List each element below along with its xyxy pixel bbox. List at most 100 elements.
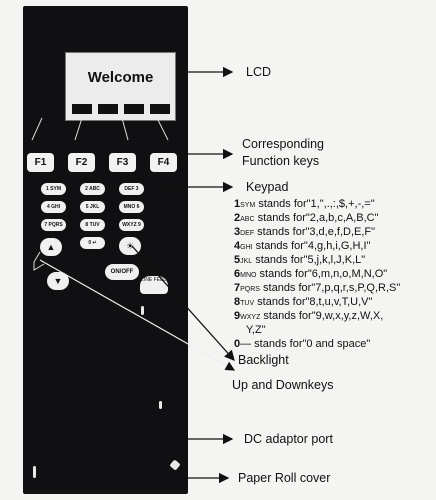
fkey-fan-line — [121, 117, 129, 141]
key-mapping-9-cont: Y,Z" — [246, 324, 266, 336]
mapping-desc: Y,Z" — [246, 324, 266, 336]
key-8-num: 8 — [85, 222, 89, 228]
updown-arrow — [39, 259, 236, 371]
function-keys-label-line2: Function keys — [242, 154, 320, 168]
key-mapping-8: 8TUV stands for"8,t,u,v,T,U,V" — [234, 296, 372, 308]
lcd-screen: Welcome — [65, 52, 176, 121]
key-3[interactable]: DEF 3 — [119, 183, 144, 195]
key-7[interactable]: 7 PQRS — [41, 219, 66, 231]
device-body: Welcome F1 F2 F3 F4 1 SYM 2 ABC DEF 3 4 … — [23, 6, 188, 494]
key-5-num: 5 — [85, 204, 89, 210]
key-9[interactable]: WXYZ 9 — [119, 219, 144, 231]
key-1[interactable]: 1 SYM — [41, 183, 66, 195]
glare-mark — [33, 466, 36, 478]
key-5[interactable]: 5 JKL — [80, 201, 105, 213]
key-mapping-6: 6MNO stands for"6,m,n,o,M,N,O" — [234, 268, 387, 280]
lcd-softkey-bar-2 — [98, 104, 118, 114]
key-mapping-3: 3DEF stands for"3,d,e,f,D,E,F" — [234, 226, 375, 238]
glare-mark — [141, 306, 144, 315]
mapping-sub: — — [240, 338, 252, 350]
mapping-sub: GHI — [240, 244, 253, 251]
paper-cover-label: Paper Roll cover — [238, 471, 331, 485]
f4-key[interactable]: F4 — [150, 153, 177, 172]
mapping-key: 0 — [234, 338, 241, 350]
key-9-num: 9 — [138, 222, 141, 228]
key-mapping-7: 7PQRS stands for"7,p,q,r,s,P,Q,R,S" — [234, 282, 400, 294]
f3-key[interactable]: F3 — [109, 153, 136, 172]
key-0[interactable]: 0 ↵ — [80, 237, 105, 249]
mapping-key: 1 — [234, 198, 241, 210]
mapping-sub: WXYZ — [240, 314, 261, 321]
mapping-desc: stands for"9,w,x,y,z,W,X, — [260, 310, 384, 322]
mapping-sub: TUV — [240, 300, 255, 307]
key-6-sub: MNO — [123, 204, 136, 210]
key-mapping-4: 4GHI stands for"4,g,h,i,G,H,I" — [234, 240, 370, 252]
mapping-desc: stands for"2,a,b,c,A,B,C" — [254, 212, 379, 224]
lcd-welcome-text: Welcome — [87, 69, 154, 86]
key-mapping-5: 5JKL stands for"5,j,k,l,J,K,L" — [234, 254, 365, 266]
mapping-sub: PQRS — [240, 286, 260, 293]
mapping-sub: SYM — [240, 202, 256, 209]
down-key[interactable]: ▼ — [47, 272, 69, 290]
updown-bracket — [33, 251, 45, 271]
mapping-key: 5 — [234, 254, 241, 266]
key-9-sub: WXYZ — [122, 222, 137, 228]
mapping-desc: stands for"3,d,e,f,D,E,F" — [254, 226, 376, 238]
mapping-sub: MNO — [240, 272, 257, 279]
key-2[interactable]: 2 ABC — [80, 183, 105, 195]
fkey-fan-line — [74, 117, 83, 141]
key-7-sub: PQRS — [48, 222, 63, 228]
key-5-sub: JKL — [89, 204, 100, 210]
key-8[interactable]: 8 TUV — [80, 219, 105, 231]
lcd-label: LCD — [246, 65, 272, 79]
fkey-fan-line — [156, 117, 169, 141]
mapping-sub: ABC — [240, 216, 255, 223]
backlight-arrow — [131, 245, 235, 361]
up-key[interactable]: ▲ — [40, 238, 62, 256]
key-3-num: 3 — [135, 186, 139, 192]
mapping-desc: stands for"8,t,u,v,T,U,V" — [254, 296, 373, 308]
mapping-desc: stands for"0 and space" — [251, 338, 371, 350]
mapping-key: 3 — [234, 226, 241, 238]
keypad-label: Keypad — [246, 180, 289, 194]
line-feed-key[interactable]: LINE FEED — [140, 276, 168, 294]
f1-key[interactable]: F1 — [27, 153, 54, 172]
updown-label: Up and Downkeys — [232, 378, 334, 392]
mapping-key: 8 — [234, 296, 241, 308]
dc-port-label: DC adaptor port — [244, 432, 333, 446]
lcd-softkey-bar-1 — [72, 104, 92, 114]
onoff-key[interactable]: ON/OFF — [105, 264, 139, 280]
key-8-sub: TUV — [89, 222, 100, 228]
mapping-desc: stands for"5,j,k,l,J,K,L" — [252, 254, 366, 266]
mapping-key: 9 — [234, 310, 241, 322]
lcd-softkey-bar-4 — [150, 104, 170, 114]
key-7-num: 7 — [44, 222, 48, 228]
mapping-sub: DEF — [240, 230, 255, 237]
mapping-desc: stands for"6,m,n,o,M,N,O" — [256, 268, 388, 280]
mapping-key: 4 — [234, 240, 241, 252]
key-4-sub: GHI — [51, 204, 61, 210]
mapping-key: 7 — [234, 282, 241, 294]
key-4[interactable]: 4 GHI — [41, 201, 66, 213]
key-mapping-9: 9WXYZ stands for"9,w,x,y,z,W,X, — [234, 310, 383, 322]
f2-key[interactable]: F2 — [68, 153, 95, 172]
lcd-softkey-bar-3 — [124, 104, 144, 114]
key-mapping-2: 2ABC stands for"2,a,b,c,A,B,C" — [234, 212, 379, 224]
key-6-num: 6 — [136, 204, 140, 210]
glare-mark — [159, 401, 162, 409]
key-1-sub: SYM — [50, 186, 61, 192]
mapping-key: 6 — [234, 268, 241, 280]
key-3-sub: DEF — [124, 186, 135, 192]
fkey-fan-line — [31, 117, 43, 141]
key-2-sub: ABC — [89, 186, 100, 192]
key-1-num: 1 — [45, 186, 49, 192]
key-mapping-1: 1SYM stands for"1,",.,:,$,+,-,=" — [234, 198, 375, 210]
key-6[interactable]: MNO 6 — [119, 201, 144, 213]
key-0-sub: ↵ — [92, 240, 97, 246]
backlight-label: Backlight — [238, 353, 289, 367]
mapping-key: 2 — [234, 212, 241, 224]
mapping-desc: stands for"1,",.,:,$,+,-,=" — [255, 198, 375, 210]
key-2-num: 2 — [85, 186, 88, 192]
function-keys-label-line1: Corresponding — [242, 137, 324, 151]
